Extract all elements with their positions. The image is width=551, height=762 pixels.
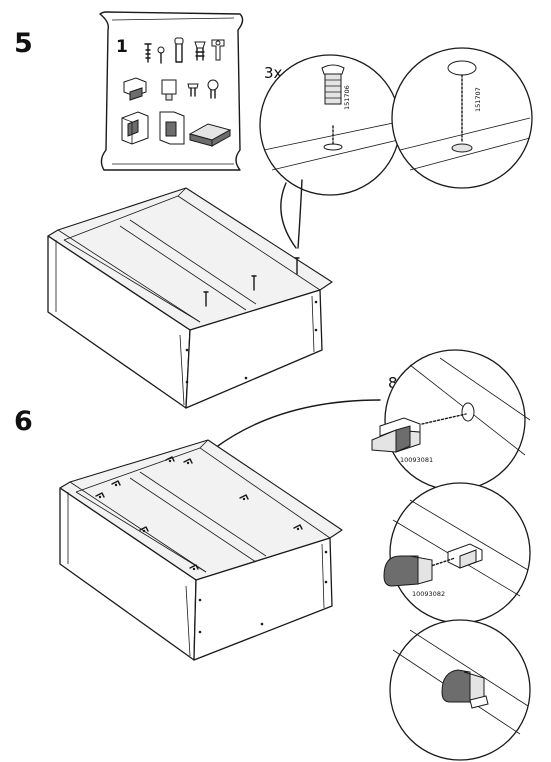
pin-icon — [207, 79, 219, 99]
step-5-number: 5 — [14, 28, 33, 59]
parts-bag-label: 1 — [116, 37, 128, 57]
screw-icon — [251, 275, 257, 291]
screw-icon — [203, 291, 209, 307]
clip-marker-icon — [239, 494, 249, 501]
lock-fitting-icon — [159, 111, 185, 145]
clip-marker-icon — [111, 480, 121, 487]
frame-step-5 — [47, 187, 333, 409]
step-6-part-id-2: 10093082 — [412, 590, 445, 598]
clip-part-icon — [447, 543, 483, 569]
step-6-part-id-1: 10093081 — [400, 456, 433, 464]
step-5-part-id-2: 151707 — [474, 87, 482, 112]
screw-icon — [157, 46, 165, 64]
clip-part-icon — [371, 417, 421, 453]
detail-circle-block: 10093082 — [383, 482, 531, 624]
dowel-icon — [174, 37, 184, 63]
bracket-icon — [161, 79, 177, 101]
clip-marker-icon — [165, 456, 175, 463]
clip-marker-icon — [139, 526, 149, 533]
lock-fitting-icon — [121, 111, 149, 145]
detail-circle-plug: 151707 — [391, 47, 533, 189]
plug-icon — [187, 83, 199, 97]
clip-marker-icon — [183, 458, 193, 465]
plug-icon — [194, 41, 206, 61]
detail-circle-installed — [389, 619, 531, 761]
step-6-number: 6 — [14, 406, 33, 437]
parts-bag: 1 — [99, 11, 244, 171]
callout-tail — [280, 179, 303, 249]
callout-tail — [214, 399, 381, 449]
clip-marker-icon — [293, 524, 303, 531]
screw-icon — [294, 257, 300, 275]
step-5-part-id-1: 151706 — [343, 85, 351, 110]
clip-marker-icon — [189, 564, 199, 571]
connector-icon — [123, 77, 147, 101]
clip-icon — [211, 39, 225, 61]
detail-circle-dowel: 151706 — [259, 54, 401, 196]
lock-block-icon — [441, 669, 489, 709]
screw-icon — [144, 43, 152, 63]
wooden-block-icon — [188, 123, 232, 147]
frame-step-6 — [59, 439, 343, 661]
detail-circle-clip: 10093081 — [371, 349, 531, 491]
lock-block-icon — [383, 555, 433, 587]
clip-marker-icon — [95, 492, 105, 499]
